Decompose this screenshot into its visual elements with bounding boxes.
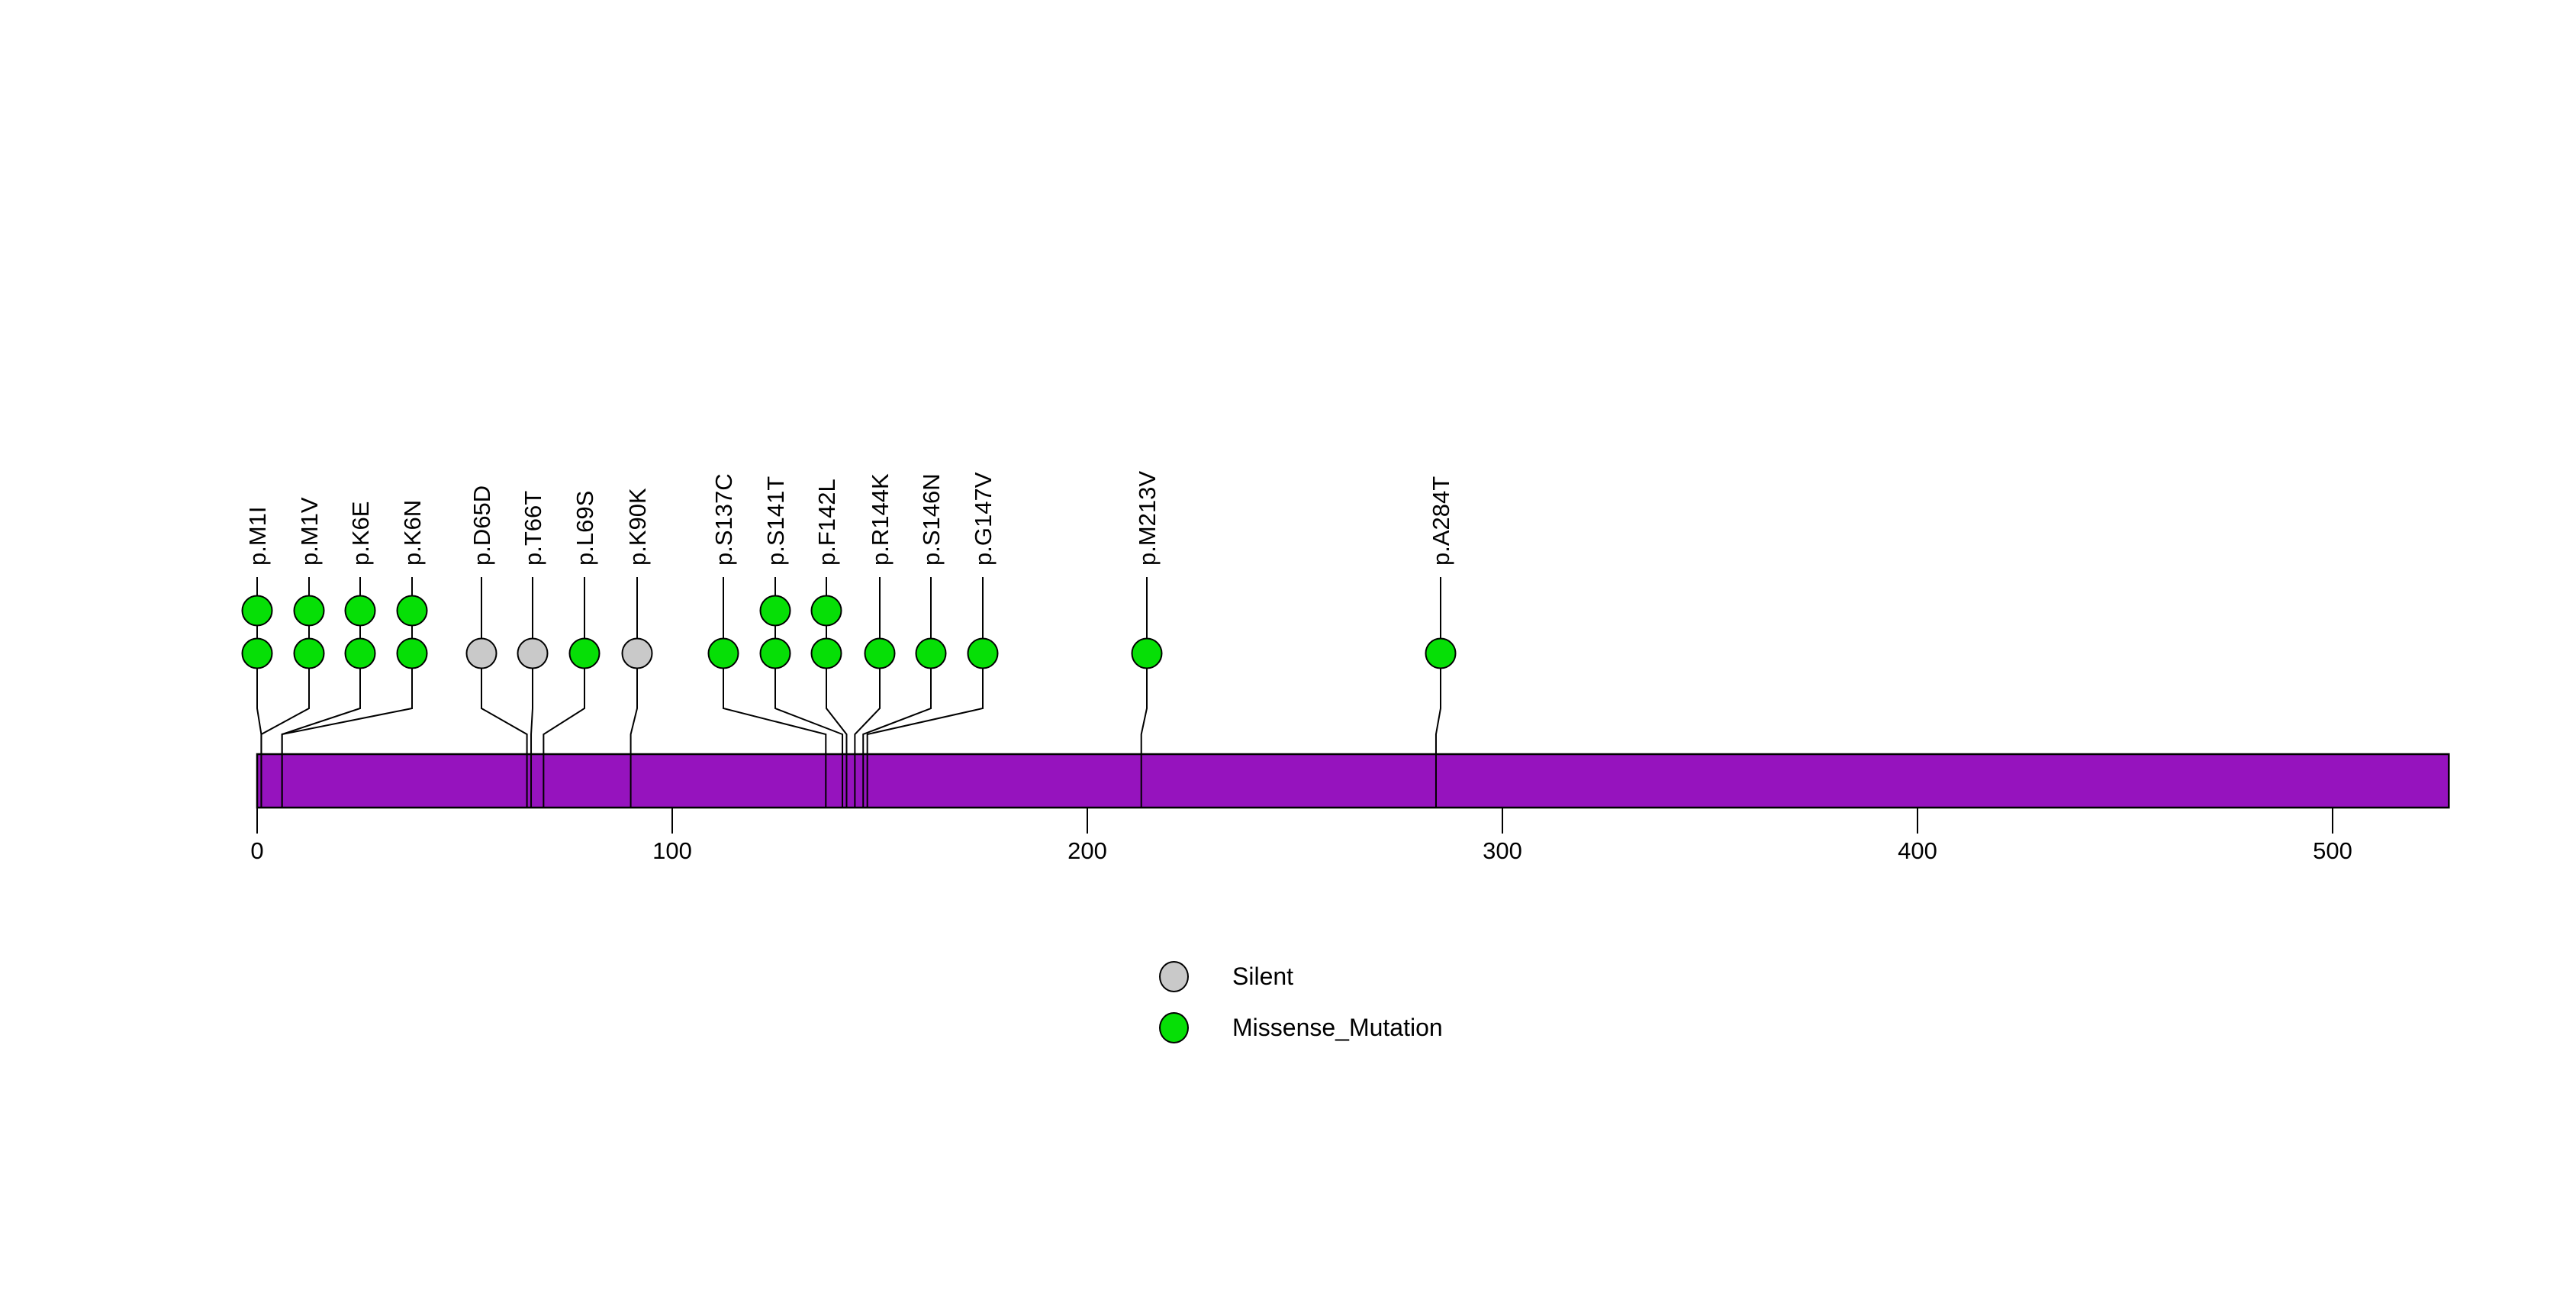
mutation-circle <box>568 637 601 669</box>
mutation-circle <box>810 595 842 627</box>
mutation-label: p.K6E <box>347 501 374 566</box>
mutation-label: p.R144K <box>867 473 894 566</box>
mutation-label: p.D65D <box>469 485 495 566</box>
mutation-circle <box>621 637 653 669</box>
legend-label-silent: Silent <box>1232 963 1294 990</box>
legend: Silent Missense_Mutation <box>1159 951 1443 1053</box>
axis-tick-label: 300 <box>1483 837 1522 864</box>
mutation-circle <box>967 637 999 669</box>
mutation-circle <box>707 637 739 669</box>
legend-row-missense: Missense_Mutation <box>1159 1002 1443 1053</box>
mutation-circle <box>915 637 947 669</box>
mutation-label: p.A284T <box>1428 476 1454 566</box>
protein-backbone-bar <box>256 753 2450 809</box>
mutation-circle <box>517 637 549 669</box>
mutation-label: p.M1I <box>244 506 271 566</box>
legend-swatch-missense-icon <box>1159 1012 1189 1043</box>
mutation-circle <box>293 637 325 669</box>
axis-tick-label: 200 <box>1067 837 1107 864</box>
mutation-label: p.S141T <box>762 476 789 566</box>
mutation-label: p.M1V <box>296 497 323 566</box>
mutation-circle <box>241 595 273 627</box>
mutation-label: p.L69S <box>572 491 598 566</box>
axis-tick-label: 100 <box>652 837 692 864</box>
mutation-circle <box>344 637 376 669</box>
mutation-label: p.G147V <box>970 472 997 566</box>
axis-tick-label: 500 <box>2313 837 2352 864</box>
mutation-circle <box>396 637 428 669</box>
mutation-circle <box>344 595 376 627</box>
mutation-circle <box>810 637 842 669</box>
mutation-label: p.K6N <box>399 500 426 566</box>
mutation-circle <box>465 637 497 669</box>
mutation-circle <box>1131 637 1163 669</box>
mutation-label: p.S146N <box>918 473 945 566</box>
legend-label-missense: Missense_Mutation <box>1232 1014 1443 1041</box>
mutation-label: p.S137C <box>710 473 737 566</box>
legend-swatch-silent-icon <box>1159 961 1189 992</box>
mutation-circle <box>759 637 791 669</box>
mutation-circle <box>241 637 273 669</box>
axis-tick-label: 0 <box>250 837 263 864</box>
mutation-label: p.M213V <box>1134 471 1161 566</box>
mutation-circle <box>1425 637 1457 669</box>
mutation-circle <box>293 595 325 627</box>
mutation-label: p.K90K <box>624 488 651 566</box>
mutation-label: p.F142L <box>813 479 840 566</box>
mutation-circle <box>759 595 791 627</box>
mutation-circle <box>864 637 896 669</box>
mutation-label: p.T66T <box>520 491 546 566</box>
mutation-circle <box>396 595 428 627</box>
axis-tick-label: 400 <box>1898 837 1937 864</box>
legend-row-silent: Silent <box>1159 951 1443 1002</box>
